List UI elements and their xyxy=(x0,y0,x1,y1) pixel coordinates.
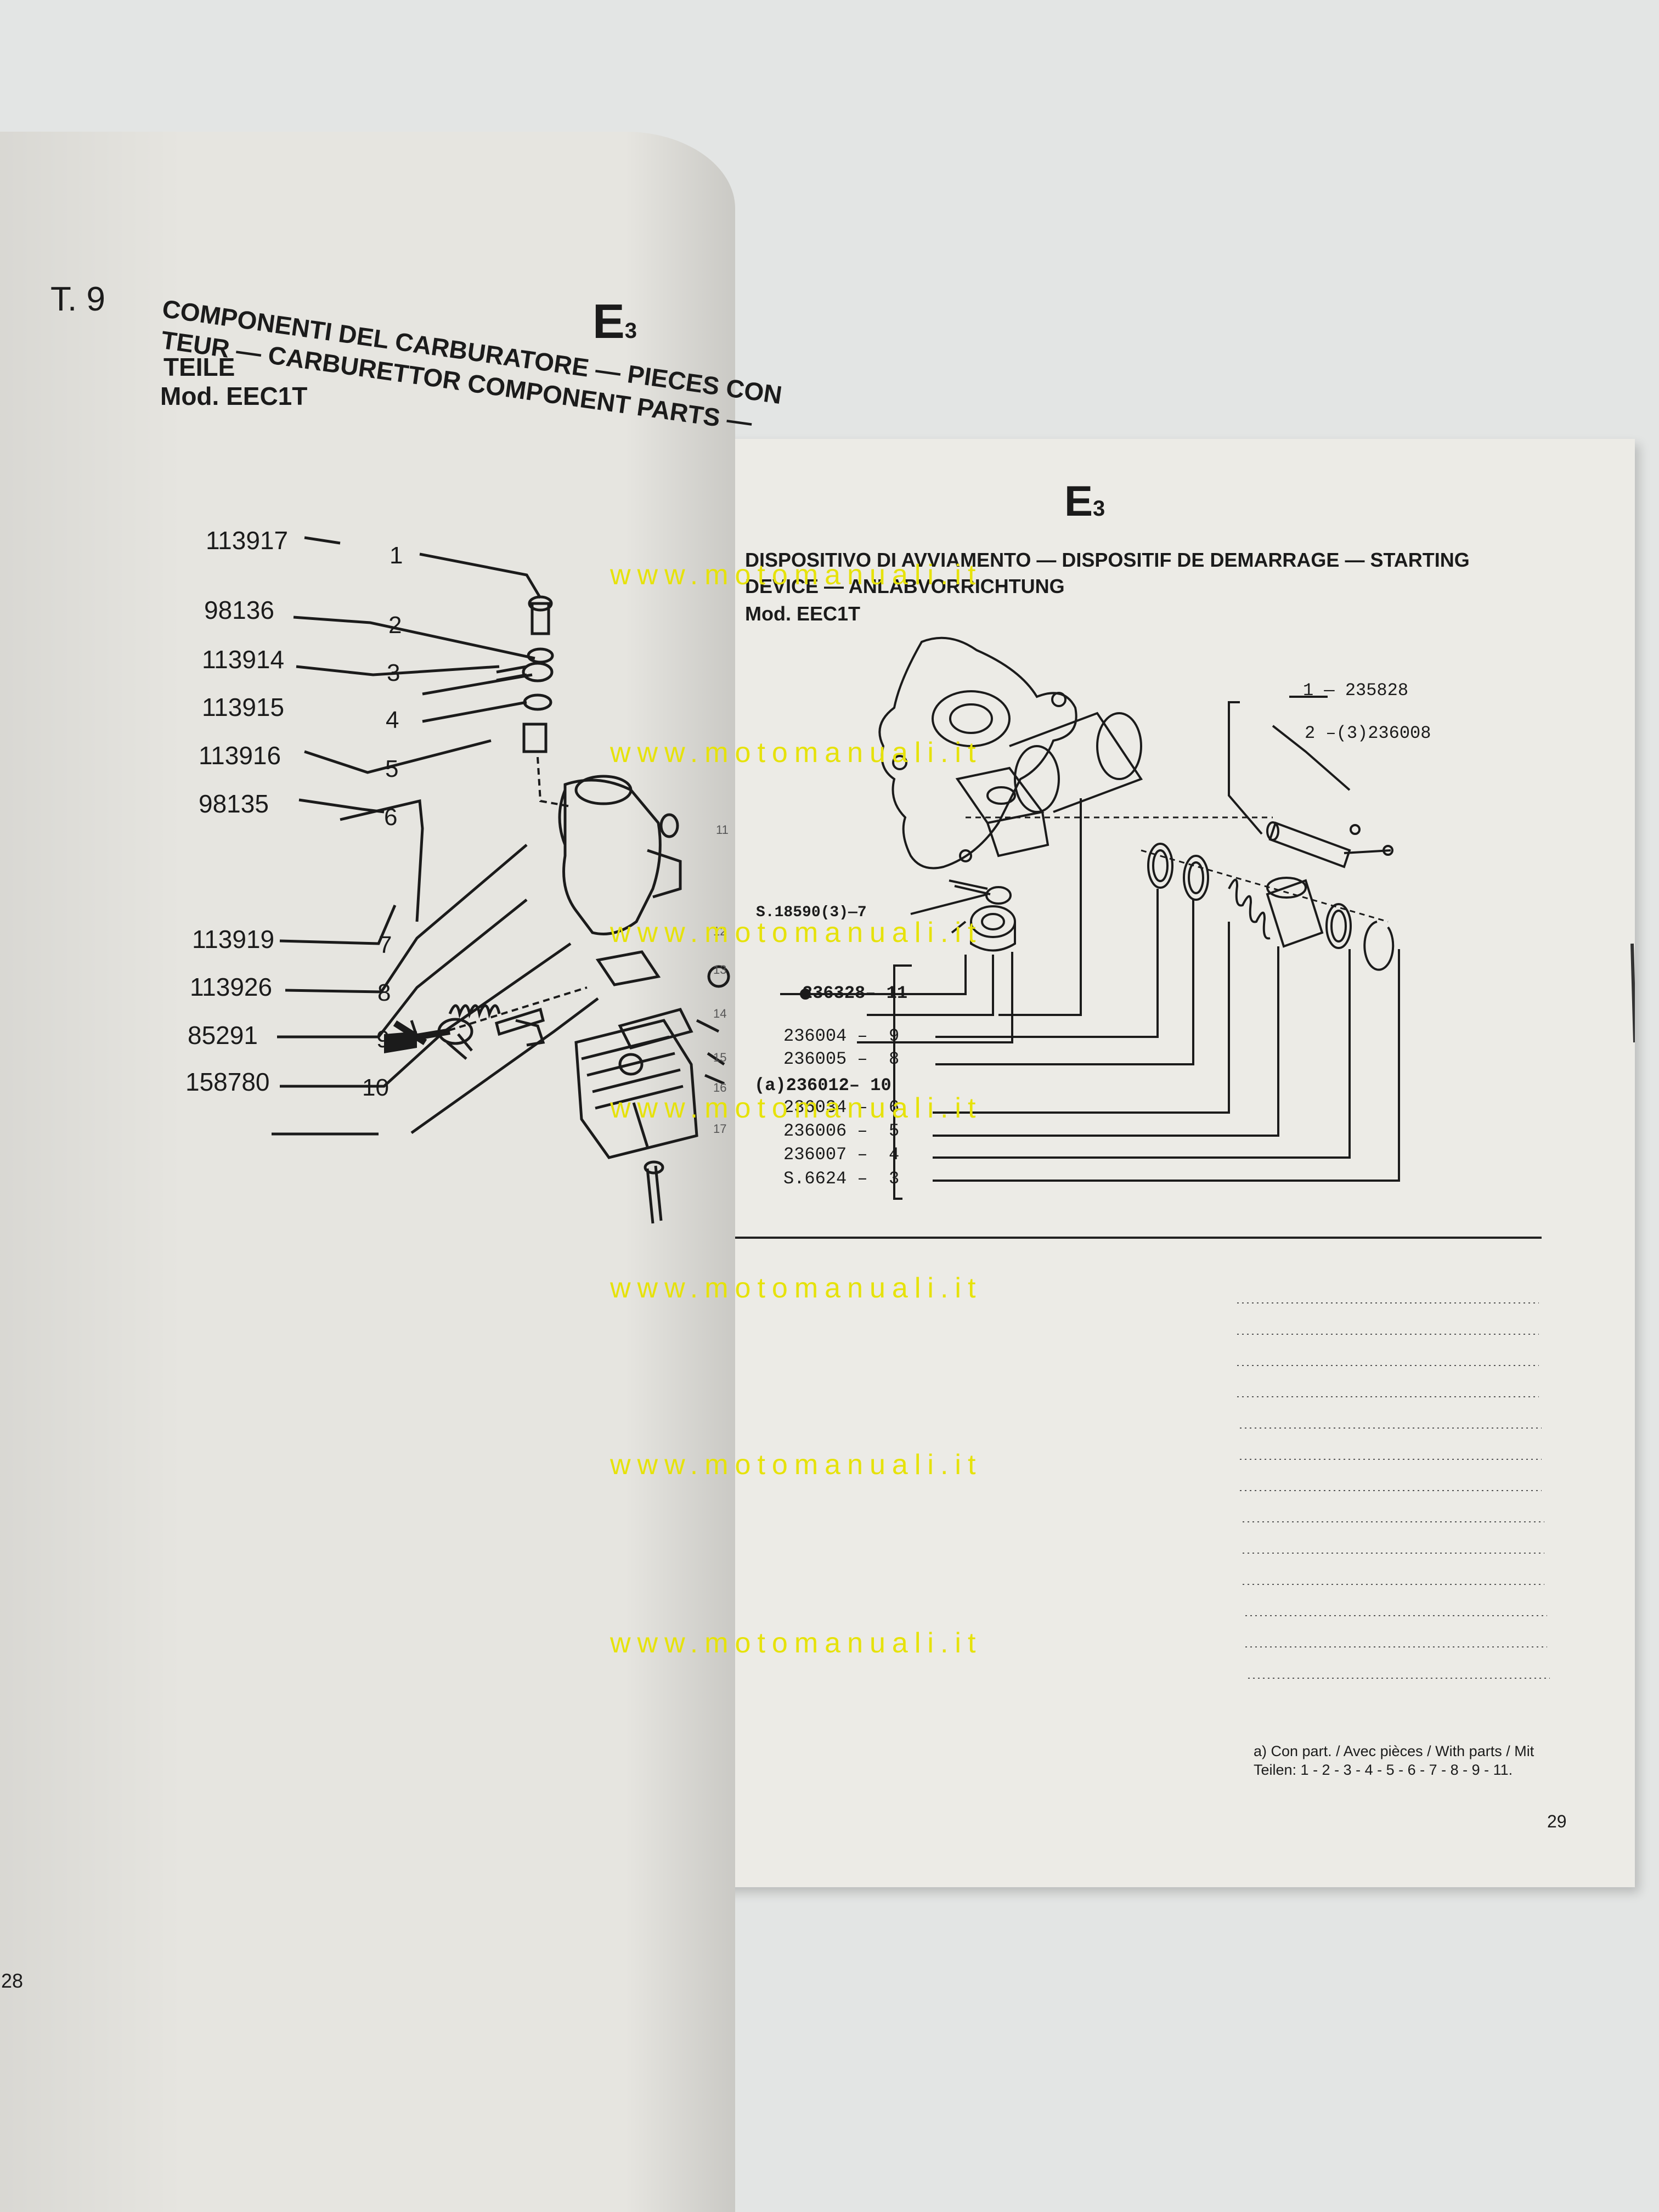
carburettor-drawing xyxy=(272,536,730,1224)
edge-ref-13: 13 xyxy=(713,963,727,977)
part-ref-10: 10 xyxy=(362,1074,389,1101)
table-id: T. 9 xyxy=(50,280,105,318)
group-main-label: 236328– 11 xyxy=(802,983,908,1003)
part-ref-7: 7 xyxy=(379,932,392,958)
right-page-number: 29 xyxy=(1547,1812,1567,1831)
watermark-1: www.motomanuali.it xyxy=(610,559,983,591)
part-ref-2: 2 xyxy=(388,612,402,639)
left-section-letter: E3 xyxy=(592,294,637,348)
part-code-8: 113926 xyxy=(190,973,273,1001)
right-title-line1: DISPOSITIVO DI AVVIAMENTO — DISPOSITIF D… xyxy=(745,549,1470,571)
part-ref-5: 5 xyxy=(385,755,399,782)
group-list-4: 236007 – 4 xyxy=(783,1144,900,1165)
group-list-3: 236006 – 5 xyxy=(783,1121,900,1141)
right-page: E3 DISPOSITIVO DI AVVIAMENTO — DISPOSITI… xyxy=(713,439,1635,1887)
edge-ref-16: 16 xyxy=(713,1081,727,1094)
group-list-2: 236034 – 6 xyxy=(783,1097,900,1118)
group-list-1: 236005 – 8 xyxy=(783,1049,900,1069)
part-ref-3: 3 xyxy=(387,659,400,686)
part-code-2: 98136 xyxy=(204,596,274,624)
edge-ref-12: 12 xyxy=(713,924,727,938)
part-ref-1: 1 xyxy=(390,542,403,569)
part-ref-4: 4 xyxy=(386,707,399,733)
edge-ref-14: 14 xyxy=(713,1007,727,1020)
edge-ref-17: 17 xyxy=(713,1122,727,1136)
right-section-letter: E3 xyxy=(1064,477,1105,525)
top-part-1: 1 — 235828 xyxy=(1303,680,1409,701)
watermark-3: www.motomanuali.it xyxy=(610,917,983,949)
part-code-4: 113915 xyxy=(202,693,285,721)
screw-label: S.18590(3)—7 xyxy=(756,904,867,921)
left-page-number: 28 xyxy=(1,1970,24,1992)
watermark-2: www.motomanuali.it xyxy=(610,737,983,769)
part-code-3: 113914 xyxy=(202,645,285,674)
left-page: T. 9 E3 COMPONENTI DEL CARBURATORE — PIE… xyxy=(0,132,784,2212)
part-code-9: 85291 xyxy=(188,1021,258,1049)
part-code-6: 98135 xyxy=(199,789,269,818)
group-a-label: (a)236012– 10 xyxy=(754,1075,891,1096)
part-ref-9: 9 xyxy=(376,1026,390,1053)
starting-device-drawing xyxy=(780,636,1400,1200)
part-ref-8: 8 xyxy=(377,979,391,1006)
right-model: Mod. EEC1T xyxy=(745,602,861,625)
part-ref-6: 6 xyxy=(384,804,398,831)
part-code-5: 113916 xyxy=(199,741,281,770)
watermark-6: www.motomanuali.it xyxy=(610,1449,983,1481)
edge-ref-11: 11 xyxy=(716,823,729,837)
group-list-0: 236004 – 9 xyxy=(783,1026,900,1046)
right-title-line2: DEVICE — ANLABVORRICHTUNG xyxy=(745,575,1065,597)
group-list-5: S.6624 – 3 xyxy=(783,1169,900,1189)
footnote: a) Con part. / Avec pièces / With parts … xyxy=(1254,1743,1534,1778)
part-code-1: 113917 xyxy=(206,526,289,555)
watermark-4: www.motomanuali.it xyxy=(610,1092,983,1124)
left-model: Mod. EEC1T xyxy=(160,382,308,410)
watermark-5: www.motomanuali.it xyxy=(610,1272,983,1304)
edge-ref-15: 15 xyxy=(713,1051,727,1064)
notes-lines xyxy=(724,943,1635,1679)
part-code-10: 158780 xyxy=(185,1068,270,1096)
left-title-line3: TEILE xyxy=(163,353,235,381)
watermark-7: www.motomanuali.it xyxy=(610,1627,983,1659)
part-code-7: 113919 xyxy=(192,925,275,953)
top-part-2: 2 –(3)236008 xyxy=(1305,723,1431,743)
